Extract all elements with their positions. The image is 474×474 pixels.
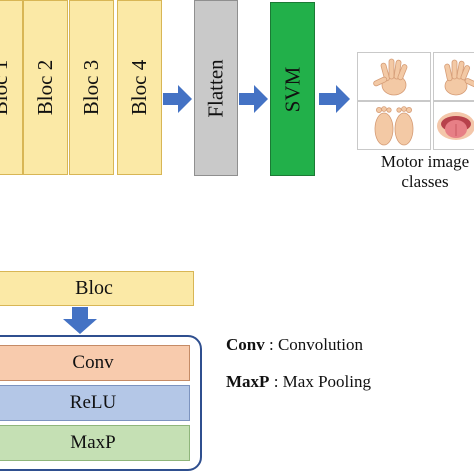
legend-conv-sep: : bbox=[264, 335, 278, 354]
svm-box: SVM bbox=[270, 2, 315, 176]
legend-maxp-abbr: MaxP bbox=[226, 372, 270, 391]
legend-conv: Conv : Convolution bbox=[226, 335, 363, 355]
conv-layer-label: Conv bbox=[72, 352, 114, 373]
bloc-detail-title: Bloc bbox=[75, 277, 113, 299]
tongue-image bbox=[433, 101, 474, 150]
layer-stack: Conv ReLU MaxP bbox=[0, 335, 202, 471]
right-hand-image bbox=[433, 52, 474, 101]
feet-icon bbox=[374, 106, 414, 146]
arrow-svm-to-classes bbox=[319, 85, 350, 113]
arrow-blocs-to-flatten bbox=[163, 85, 192, 113]
arrow-flatten-to-svm bbox=[239, 85, 268, 113]
legend-maxp-meaning: Max Pooling bbox=[282, 372, 371, 391]
bloc-4-box: Bloc 4 bbox=[117, 0, 162, 175]
flatten-box: Flatten bbox=[194, 0, 238, 176]
relu-layer-label: ReLU bbox=[69, 392, 117, 413]
svm-label: SVM bbox=[280, 66, 304, 112]
conv-layer: Conv bbox=[0, 345, 190, 381]
maxp-layer-label: MaxP bbox=[70, 432, 116, 453]
bloc-4-label: Bloc 4 bbox=[127, 59, 152, 116]
classes-caption-line2: classes bbox=[401, 172, 449, 191]
feet-image bbox=[357, 101, 431, 150]
classes-caption-line1: Motor image bbox=[380, 152, 470, 171]
arrow-down-to-layers bbox=[63, 307, 97, 334]
maxp-layer: MaxP bbox=[0, 425, 190, 461]
legend-maxp: MaxP : Max Pooling bbox=[226, 372, 371, 392]
hand-icon bbox=[444, 59, 474, 96]
bloc-1-label: Bloc 1 bbox=[0, 60, 13, 116]
flatten-label: Flatten bbox=[203, 58, 228, 118]
bloc-3-box: Bloc 3 bbox=[69, 0, 114, 175]
bloc-2-label: Bloc 2 bbox=[33, 59, 58, 116]
legend-conv-abbr: Conv bbox=[226, 335, 265, 354]
legend-maxp-sep: : bbox=[269, 372, 283, 391]
bloc-2-box: Bloc 2 bbox=[23, 0, 68, 175]
classes-caption: Motor image classes bbox=[360, 152, 474, 192]
left-hand-image bbox=[357, 52, 431, 101]
hand-icon bbox=[373, 58, 408, 96]
tongue-icon bbox=[437, 112, 474, 140]
relu-layer: ReLU bbox=[0, 385, 190, 421]
bloc-3-label: Bloc 3 bbox=[79, 59, 104, 116]
bloc-1-box: Bloc 1 bbox=[0, 0, 23, 175]
bloc-detail-title-box: Bloc bbox=[0, 271, 194, 306]
legend-conv-meaning: Convolution bbox=[277, 335, 363, 354]
